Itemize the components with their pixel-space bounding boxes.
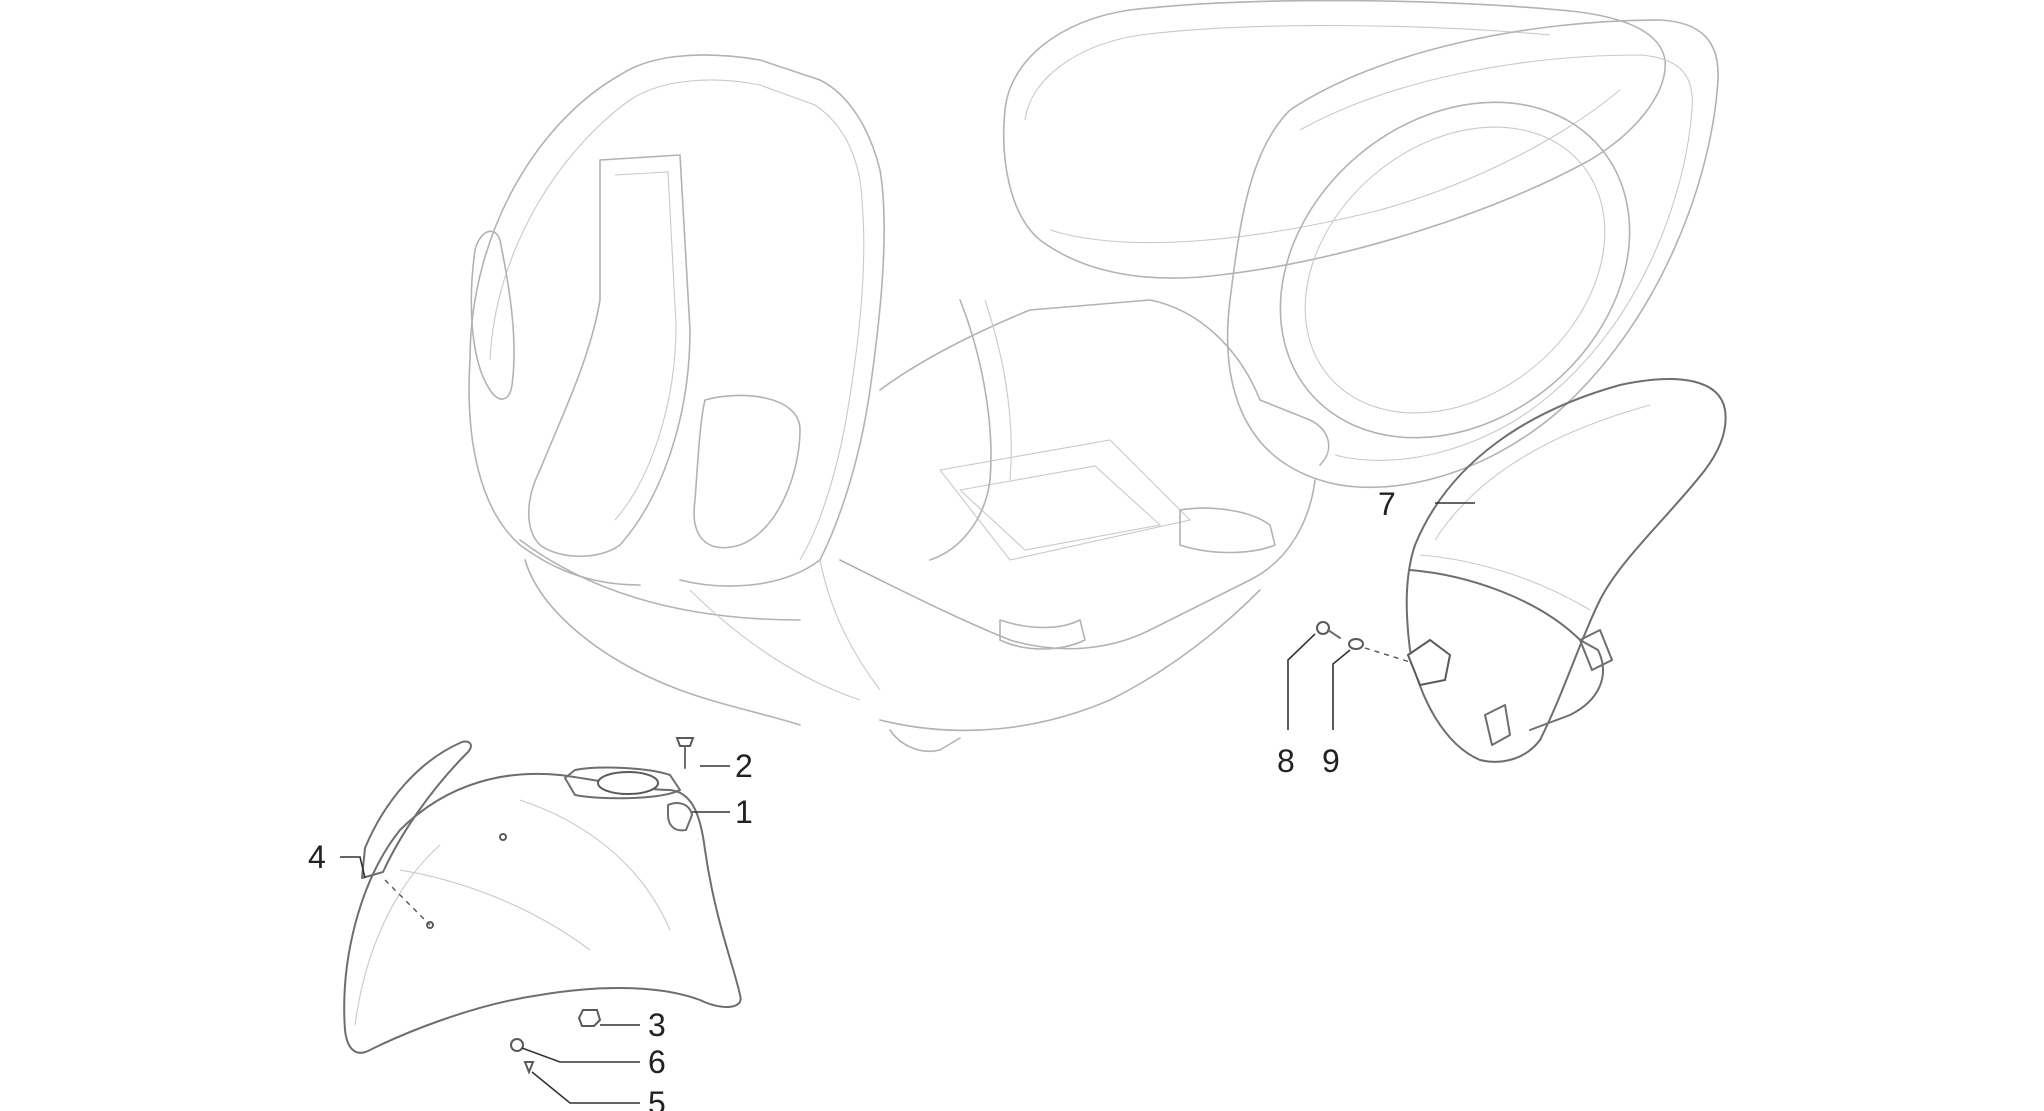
leader-lines — [340, 502, 1475, 1104]
scooter-body — [468, 0, 1719, 752]
front-trim-strip — [361, 740, 472, 879]
callout-8: 8 — [1277, 743, 1295, 779]
callout-6: 6 — [648, 1044, 666, 1080]
nut-part-3 — [577, 1009, 602, 1027]
front-mudguard — [343, 766, 742, 1054]
rear-fix-line — [1364, 647, 1411, 663]
screw-part-2 — [675, 737, 695, 769]
callout-labels: 1 2 3 4 5 6 7 8 9 — [308, 486, 1396, 1111]
rear-mudguard — [1405, 378, 1727, 763]
bolt-part-6 — [510, 1038, 524, 1052]
callout-3: 3 — [648, 1007, 666, 1043]
callout-1: 1 — [735, 794, 753, 830]
callout-7: 7 — [1378, 486, 1396, 522]
callout-4: 4 — [308, 839, 326, 875]
trim-fix-line — [384, 879, 431, 926]
bolt-part-8 — [1316, 621, 1341, 639]
callout-2: 2 — [735, 748, 753, 784]
callout-5: 5 — [648, 1085, 666, 1111]
washer-part-9 — [1348, 638, 1364, 650]
callout-9: 9 — [1322, 743, 1340, 779]
rivet-part-5 — [523, 1061, 535, 1075]
